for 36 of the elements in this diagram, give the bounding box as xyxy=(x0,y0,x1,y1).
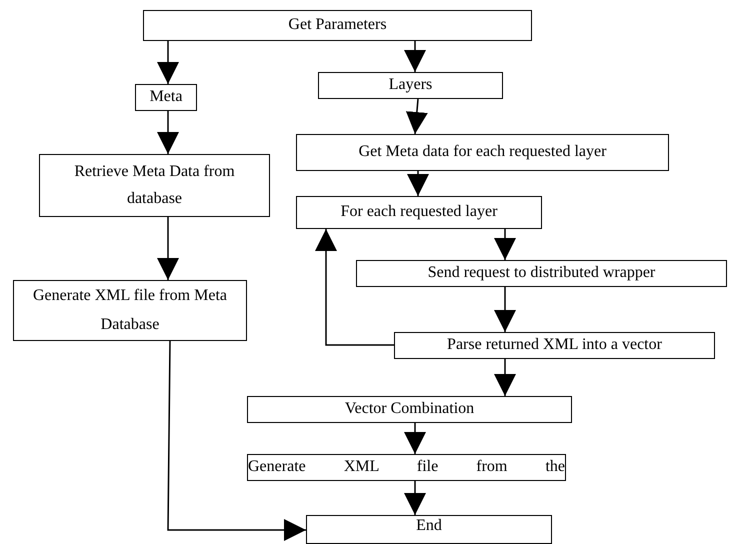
box-label: Parse returned XML into a vector xyxy=(446,335,663,356)
arrow xyxy=(167,341,306,541)
arrow xyxy=(157,217,179,280)
box-label: Generate XML file from the xyxy=(248,457,565,478)
arrow xyxy=(157,111,179,154)
process-box xyxy=(135,84,197,111)
arrow xyxy=(315,229,394,346)
box-label: Retrieve Meta Data from database xyxy=(73,162,236,208)
arrow xyxy=(494,229,516,260)
box-label: Generate XML file from Meta Database xyxy=(32,286,228,334)
box-label: Get Meta data for each requested layer xyxy=(358,142,608,162)
process-box xyxy=(247,396,572,423)
arrow xyxy=(404,423,426,454)
arrow xyxy=(404,481,426,515)
box-label: Get Parameters xyxy=(287,15,388,36)
process-box xyxy=(143,10,532,41)
arrow xyxy=(407,171,429,196)
arrow xyxy=(404,41,426,72)
process-box xyxy=(306,515,552,544)
box-label: End xyxy=(415,516,443,536)
process-box xyxy=(13,280,247,341)
box-label: Layers xyxy=(388,75,434,96)
box-label: Vector Combination xyxy=(344,399,476,420)
box-label: For each requested layer xyxy=(340,202,498,222)
process-box xyxy=(296,196,542,229)
arrow xyxy=(494,287,516,332)
process-box xyxy=(39,154,270,217)
box-label: Send request to distributed wrapper xyxy=(426,263,656,284)
process-box xyxy=(356,260,727,287)
process-box xyxy=(394,332,715,359)
arrow xyxy=(157,41,179,84)
box-label: Meta xyxy=(148,87,184,108)
process-box xyxy=(318,72,503,99)
arrow xyxy=(406,98,428,134)
arrow xyxy=(494,359,516,396)
process-box xyxy=(296,134,669,171)
